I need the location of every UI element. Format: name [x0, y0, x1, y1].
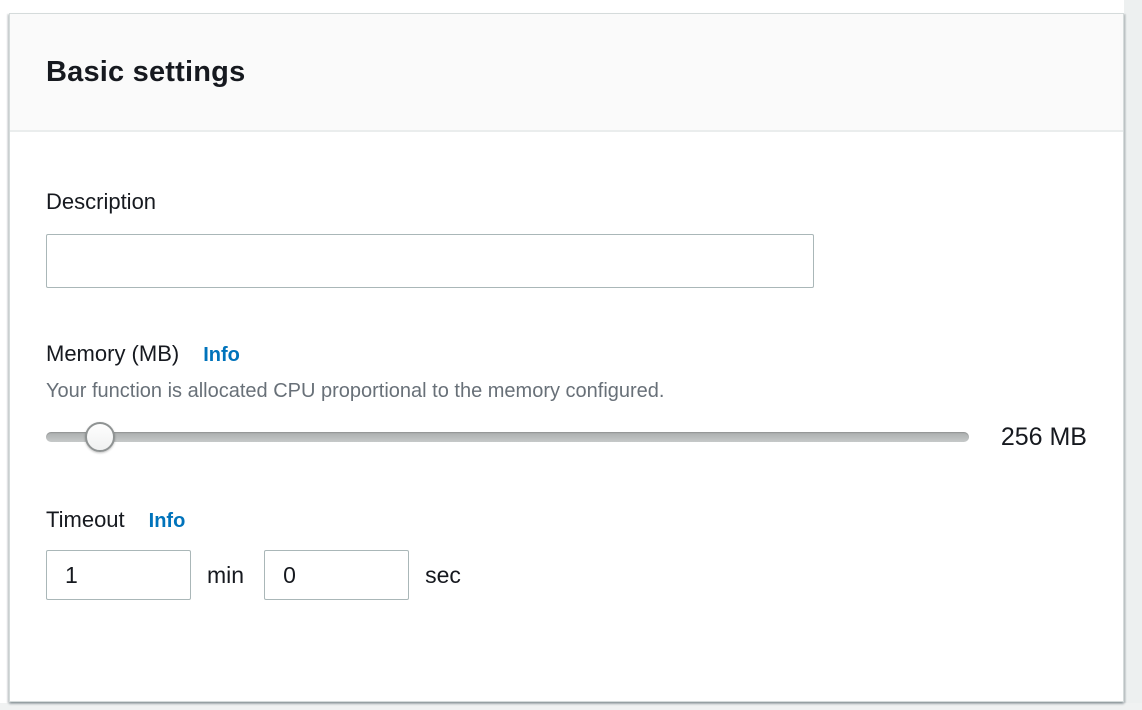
memory-label: Memory (MB) [46, 341, 180, 366]
description-field-group: Description [46, 188, 1087, 288]
timeout-minutes-unit-label: min [207, 561, 245, 588]
page-title: Basic settings [46, 55, 246, 88]
memory-info-link[interactable]: Info [203, 344, 240, 366]
description-input[interactable] [46, 234, 814, 288]
card-body: Description Memory (MB) Info Your functi… [10, 132, 1123, 600]
memory-help-text: Your function is allocated CPU proportio… [46, 380, 665, 402]
card-header: Basic settings [10, 14, 1123, 132]
memory-value-label: 256 MB [1000, 422, 1087, 451]
timeout-info-link[interactable]: Info [148, 510, 186, 532]
page-background-strip-right [1124, 0, 1142, 710]
timeout-minutes-input[interactable] [46, 550, 191, 600]
timeout-seconds-input[interactable] [264, 550, 410, 600]
basic-settings-card: Basic settings Description Memory (MB) I… [9, 13, 1124, 702]
timeout-label-row: Timeout Info [46, 506, 1087, 534]
memory-slider-thumb[interactable] [85, 422, 115, 452]
timeout-field-group: Timeout Info min sec [46, 506, 1087, 600]
timeout-label: Timeout [46, 507, 125, 532]
description-label: Description [46, 189, 157, 214]
memory-label-row: Memory (MB) Info [46, 340, 1087, 368]
memory-slider-row: 256 MB [46, 420, 1087, 454]
memory-slider-track[interactable] [46, 422, 969, 452]
timeout-inputs-row: min sec [46, 550, 1087, 600]
timeout-seconds-unit-label: sec [425, 561, 461, 588]
page-background-strip-bottom [0, 703, 1142, 710]
memory-field-group: Memory (MB) Info Your function is alloca… [46, 340, 1087, 454]
